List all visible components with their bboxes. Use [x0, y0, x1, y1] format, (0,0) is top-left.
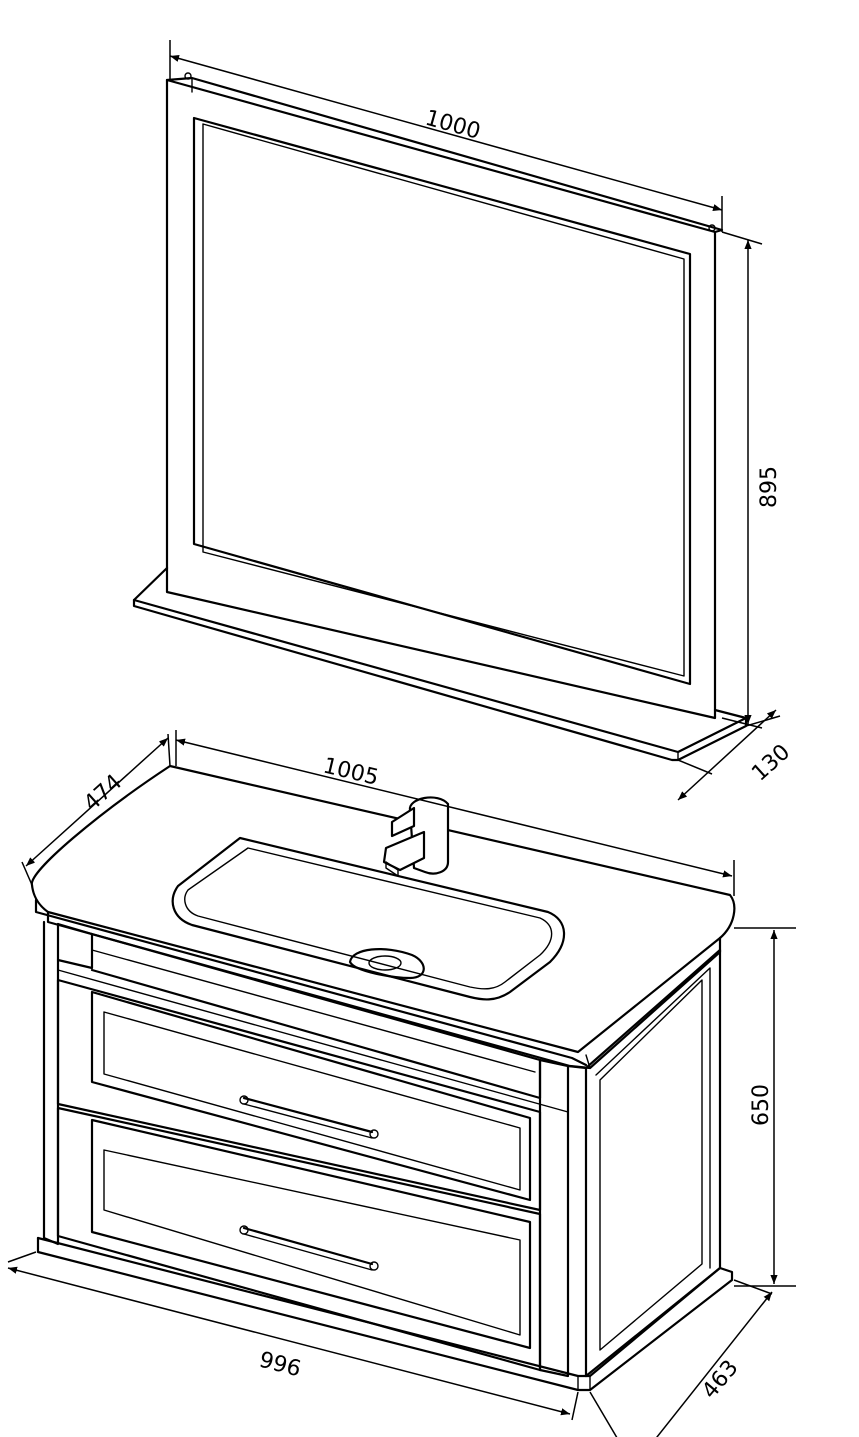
dim-cabinet-height: 650: [749, 1084, 774, 1126]
dim-top-width: 1005: [321, 754, 381, 791]
mirror-frame-side: [165, 76, 724, 234]
dim-cabinet-depth: 463: [697, 1356, 743, 1404]
cabinet-left-post: [42, 920, 60, 1246]
dim-mirror-width: 1000: [422, 106, 483, 145]
drawer-bottom: [56, 1106, 542, 1372]
cabinet-side-panel: [584, 948, 722, 1378]
dim-mirror-height: 895: [757, 466, 782, 508]
basin-drain: [348, 948, 425, 980]
mirror: [132, 72, 748, 762]
mirror-glass-edge: [192, 116, 692, 686]
drawer-top: [56, 978, 542, 1212]
drawer-bottom-handle: [242, 1226, 374, 1266]
basin: [171, 836, 566, 1001]
dimension-lines: [7, 40, 796, 1437]
dim-cabinet-width: 996: [256, 1348, 303, 1383]
cabinet-plinth: [36, 1236, 734, 1392]
mirror-frame-outer: [165, 78, 717, 720]
drawer-top-handle: [242, 1096, 374, 1134]
dim-top-depth: 474: [79, 770, 127, 817]
countertop: [30, 764, 736, 1054]
mirror-shelf: [132, 566, 748, 762]
faucet: [382, 796, 450, 877]
vanity: [30, 764, 736, 1392]
dim-mirror-depth: 130: [747, 740, 795, 787]
